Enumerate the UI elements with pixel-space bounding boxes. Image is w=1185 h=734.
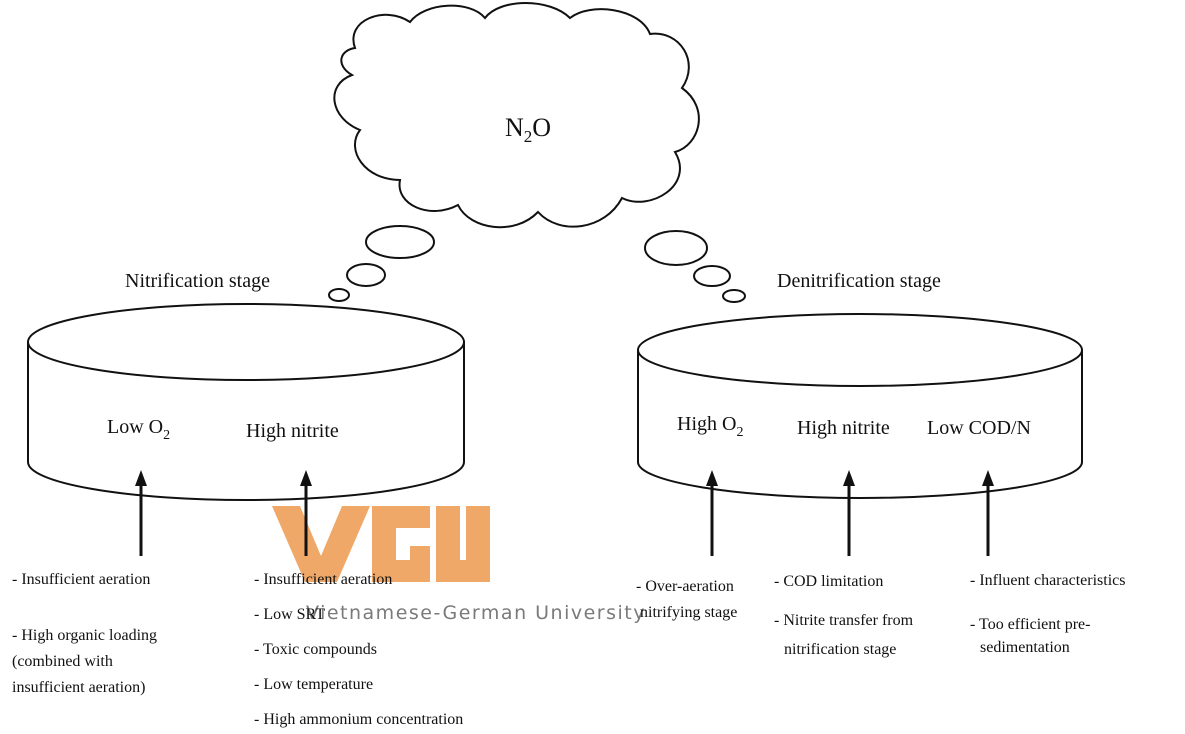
condition-high-nitrite-nitrification: High nitrite: [246, 420, 339, 442]
causes-low-cod-n: - Influent characteristics - Too efficie…: [970, 572, 1125, 656]
watermark-text: Vietnamese-German University: [306, 602, 646, 624]
cause-item: - Low SRT: [254, 606, 325, 623]
cause-item: - Too efficient pre-: [970, 616, 1090, 633]
causes-high-nitrite-denitrification: - COD limitation - Nitrite transfer from…: [774, 573, 914, 658]
cause-item: (combined with: [12, 653, 113, 670]
condition-high-o2: High O2: [677, 413, 743, 440]
cause-item: - Toxic compounds: [254, 641, 377, 658]
vgu-logo-u: [436, 506, 490, 582]
cause-item: sedimentation: [980, 639, 1070, 656]
vgu-logo-g: [372, 506, 430, 582]
condition-low-cod-n: Low COD/N: [927, 417, 1031, 439]
thought-bubbles-right: [644, 230, 746, 303]
cause-item: - Insufficient aeration: [254, 571, 392, 588]
cause-item: - High organic loading: [12, 627, 157, 644]
cause-item: - Insufficient aeration: [12, 571, 150, 588]
n2o-label: N2O: [505, 113, 551, 146]
cause-item: - Over-aeration: [636, 578, 734, 595]
bubble-large-right: [644, 230, 708, 266]
arrow-high-nitrite-denitrification: [843, 470, 855, 556]
thought-bubbles-left: [328, 225, 435, 302]
cause-item: - Low temperature: [254, 676, 373, 693]
vgu-watermark: Vietnamese-German University: [272, 506, 646, 624]
arrow-high-o2: [706, 470, 718, 556]
condition-high-nitrite-denitrification: High nitrite: [797, 417, 890, 439]
condition-low-o2: Low O2: [107, 416, 170, 443]
causes-high-nitrite-nitrification: - Insufficient aeration - Low SRT - Toxi…: [254, 571, 463, 728]
bubble-medium-left: [346, 263, 386, 287]
cause-item: nitrification stage: [784, 641, 896, 658]
arrow-low-o2: [135, 470, 147, 556]
causes-high-o2: - Over-aeration nitrifying stage: [636, 578, 737, 621]
cause-item: - COD limitation: [774, 573, 883, 590]
cause-item: - Influent characteristics: [970, 572, 1125, 589]
arrow-high-nitrite-nitrification: [300, 470, 312, 556]
nitrification-stage-label: Nitrification stage: [125, 270, 270, 292]
cause-item: insufficient aeration): [12, 679, 145, 696]
bubble-small-right: [722, 289, 746, 303]
bubble-small-left: [328, 288, 350, 302]
causes-low-o2: - Insufficient aeration - High organic l…: [12, 571, 157, 696]
bubble-medium-right: [693, 265, 731, 287]
cause-item: - High ammonium concentration: [254, 711, 463, 728]
cause-item: nitrifying stage: [640, 604, 737, 621]
bubble-large-left: [365, 225, 435, 259]
n2o-cloud: N2O: [333, 2, 700, 229]
nitrification-tank: [27, 303, 465, 501]
cause-item: - Nitrite transfer from: [774, 612, 914, 629]
denitrification-stage-label: Denitrification stage: [777, 270, 941, 292]
denitrification-tank: [637, 313, 1083, 499]
vgu-logo-v: [272, 506, 370, 582]
arrow-low-cod-n: [982, 470, 994, 556]
